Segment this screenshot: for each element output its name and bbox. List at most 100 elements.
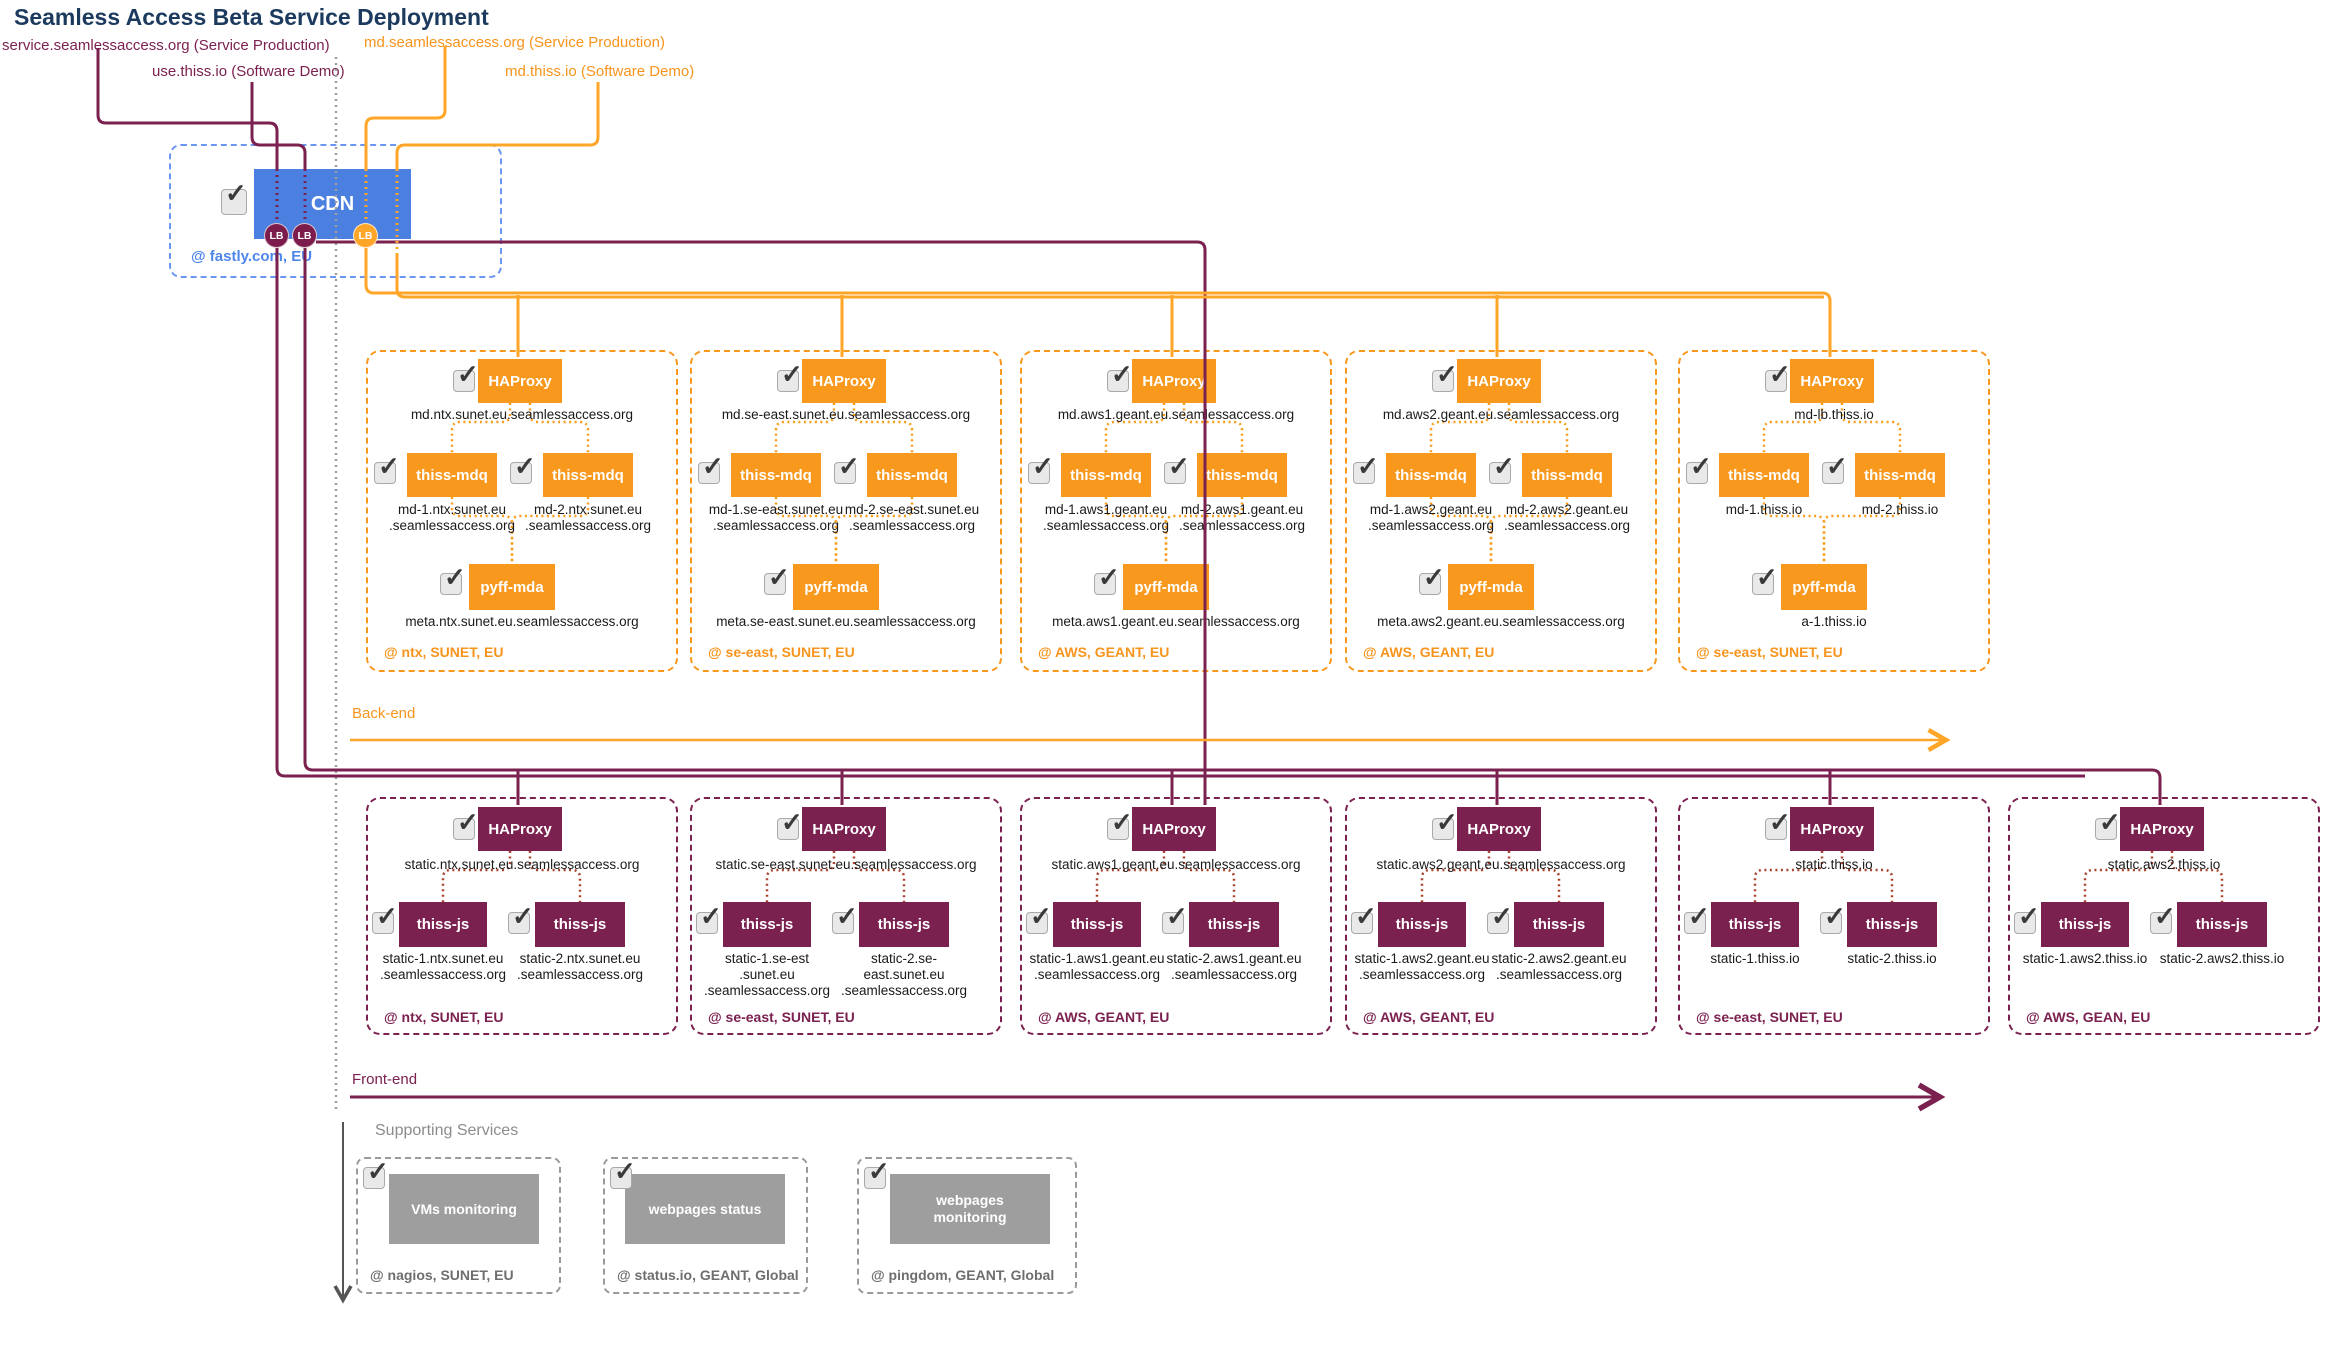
thiss-js-node[interactable]: thiss-js bbox=[859, 902, 949, 947]
checkbox-icon[interactable]: ✓ bbox=[1822, 453, 1848, 484]
checkbox-icon[interactable]: ✓ bbox=[1162, 903, 1188, 934]
thiss-js-node[interactable]: thiss-js bbox=[1711, 902, 1799, 947]
checkbox-icon[interactable]: ✓ bbox=[777, 809, 803, 840]
haproxy-node[interactable]: HAProxy bbox=[478, 807, 562, 851]
checkbox-icon[interactable]: ✓ bbox=[221, 180, 247, 215]
checkbox-icon[interactable]: ✓ bbox=[374, 453, 400, 484]
thiss-js-node[interactable]: thiss-js bbox=[535, 902, 625, 947]
thiss-mdq-node[interactable]: thiss-mdq bbox=[731, 453, 821, 497]
checkbox-icon[interactable]: ✓ bbox=[1432, 361, 1458, 392]
checkbox-icon[interactable]: ✓ bbox=[1487, 903, 1513, 934]
hostname-label: md-1.se-east.sunet.eu .seamlessaccess.or… bbox=[708, 502, 844, 533]
checkbox-icon[interactable]: ✓ bbox=[2014, 903, 2040, 934]
checkbox-icon[interactable]: ✓ bbox=[1107, 809, 1133, 840]
haproxy-node[interactable]: HAProxy bbox=[478, 359, 562, 403]
thiss-js-node[interactable]: thiss-js bbox=[2177, 902, 2267, 947]
thiss-mdq-node[interactable]: thiss-mdq bbox=[1197, 453, 1287, 497]
webpages-monitoring-node[interactable]: webpages monitoring bbox=[890, 1174, 1050, 1244]
thiss-mdq-node[interactable]: thiss-mdq bbox=[1719, 453, 1809, 497]
haproxy-node[interactable]: HAProxy bbox=[1132, 807, 1216, 851]
endpoint-label-service-production: service.seamlessaccess.org (Service Prod… bbox=[2, 37, 330, 54]
thiss-mdq-node[interactable]: thiss-mdq bbox=[1061, 453, 1151, 497]
haproxy-node[interactable]: HAProxy bbox=[1457, 807, 1541, 851]
checkbox-icon[interactable]: ✓ bbox=[764, 564, 790, 595]
thiss-js-node[interactable]: thiss-js bbox=[399, 902, 487, 947]
checkbox-icon[interactable]: ✓ bbox=[696, 903, 722, 934]
checkbox-icon[interactable]: ✓ bbox=[1353, 453, 1379, 484]
webpages-status-node[interactable]: webpages status bbox=[625, 1174, 785, 1244]
checkbox-icon[interactable]: ✓ bbox=[610, 1158, 636, 1189]
thiss-mdq-node[interactable]: thiss-mdq bbox=[1386, 453, 1476, 497]
checkbox-icon[interactable]: ✓ bbox=[1489, 453, 1515, 484]
checkbox-icon[interactable]: ✓ bbox=[1028, 453, 1054, 484]
checkbox-icon[interactable]: ✓ bbox=[1752, 564, 1778, 595]
endpoint-label-md-thiss: md.thiss.io (Software Demo) bbox=[505, 63, 695, 80]
haproxy-node[interactable]: HAProxy bbox=[802, 807, 886, 851]
checkbox-icon[interactable]: ✓ bbox=[2150, 903, 2176, 934]
haproxy-node[interactable]: HAProxy bbox=[1790, 359, 1874, 403]
thiss-js-node[interactable]: thiss-js bbox=[1847, 902, 1937, 947]
hostname-label: md-2.ntx.sunet.eu .seamlessaccess.org bbox=[524, 502, 652, 533]
thiss-mdq-node[interactable]: thiss-mdq bbox=[543, 453, 633, 497]
checkbox-icon[interactable]: ✓ bbox=[363, 1158, 389, 1189]
thiss-mdq-node[interactable]: thiss-mdq bbox=[1522, 453, 1612, 497]
hostname-label: static-2.thiss.io bbox=[1847, 951, 1937, 966]
checkbox-icon[interactable]: ✓ bbox=[1419, 564, 1445, 595]
pyff-mda-node[interactable]: pyff-mda bbox=[469, 564, 555, 610]
checkbox-icon[interactable]: ✓ bbox=[1026, 903, 1052, 934]
cluster-wires bbox=[765, 851, 906, 902]
pyff-mda-node[interactable]: pyff-mda bbox=[1123, 564, 1209, 610]
checkbox-icon[interactable]: ✓ bbox=[372, 903, 398, 934]
hostname-label: md-1.thiss.io bbox=[1725, 502, 1803, 517]
thiss-js-node[interactable]: thiss-js bbox=[2041, 902, 2129, 947]
thiss-js-node[interactable]: thiss-js bbox=[1053, 902, 1141, 947]
pyff-mda-node[interactable]: pyff-mda bbox=[1448, 564, 1534, 610]
thiss-mdq-node[interactable]: thiss-mdq bbox=[407, 453, 497, 497]
hostname-label: md-2.aws2.geant.eu .seamlessaccess.org bbox=[1503, 502, 1631, 533]
haproxy-node[interactable]: HAProxy bbox=[1132, 359, 1216, 403]
checkbox-icon[interactable]: ✓ bbox=[864, 1158, 890, 1189]
pyff-mda-node[interactable]: pyff-mda bbox=[793, 564, 879, 610]
checkbox-icon[interactable]: ✓ bbox=[1765, 809, 1791, 840]
hostname-label: md-2.thiss.io bbox=[1861, 502, 1939, 517]
backend-cluster: ✓ HAProxy md.ntx.sunet.eu.seamlessaccess… bbox=[366, 350, 678, 672]
checkbox-icon[interactable]: ✓ bbox=[1432, 809, 1458, 840]
checkbox-icon[interactable]: ✓ bbox=[510, 453, 536, 484]
checkbox-icon[interactable]: ✓ bbox=[777, 361, 803, 392]
thiss-js-node[interactable]: thiss-js bbox=[1189, 902, 1279, 947]
checkbox-icon[interactable]: ✓ bbox=[698, 453, 724, 484]
checkbox-icon[interactable]: ✓ bbox=[1164, 453, 1190, 484]
supporting-services-heading: Supporting Services bbox=[375, 1122, 519, 1139]
haproxy-node[interactable]: HAProxy bbox=[2120, 807, 2204, 851]
thiss-mdq-node[interactable]: thiss-mdq bbox=[1855, 453, 1945, 497]
checkbox-icon[interactable]: ✓ bbox=[1094, 564, 1120, 595]
thiss-js-node[interactable]: thiss-js bbox=[1514, 902, 1604, 947]
checkbox-icon[interactable]: ✓ bbox=[453, 361, 479, 392]
hostname-label: static-1.se-est .sunet.eu .seamlessacces… bbox=[703, 951, 831, 998]
thiss-mdq-node[interactable]: thiss-mdq bbox=[867, 453, 957, 497]
checkbox-icon[interactable]: ✓ bbox=[1351, 903, 1377, 934]
checkbox-icon[interactable]: ✓ bbox=[2095, 809, 2121, 840]
hostname-label: static-2.aws2.geant.eu .seamlessaccess.o… bbox=[1491, 951, 1627, 982]
checkbox-icon[interactable]: ✓ bbox=[1686, 453, 1712, 484]
frontend-cluster: ✓ HAProxy static.se-east.sunet.eu.seamle… bbox=[690, 797, 1002, 1035]
haproxy-node[interactable]: HAProxy bbox=[1790, 807, 1874, 851]
vms-monitoring-node[interactable]: VMs monitoring bbox=[389, 1174, 539, 1244]
checkbox-icon[interactable]: ✓ bbox=[832, 903, 858, 934]
site-label: @ AWS, GEANT, EU bbox=[1038, 1009, 1170, 1025]
checkbox-icon[interactable]: ✓ bbox=[1684, 903, 1710, 934]
thiss-js-node[interactable]: thiss-js bbox=[723, 902, 811, 947]
checkbox-icon[interactable]: ✓ bbox=[508, 903, 534, 934]
site-label: @ AWS, GEAN, EU bbox=[2026, 1009, 2151, 1025]
backend-cluster: ✓ HAProxy md.se-east.sunet.eu.seamlessac… bbox=[690, 350, 1002, 672]
haproxy-node[interactable]: HAProxy bbox=[1457, 359, 1541, 403]
thiss-js-node[interactable]: thiss-js bbox=[1378, 902, 1466, 947]
checkbox-icon[interactable]: ✓ bbox=[834, 453, 860, 484]
checkbox-icon[interactable]: ✓ bbox=[1765, 361, 1791, 392]
checkbox-icon[interactable]: ✓ bbox=[453, 809, 479, 840]
checkbox-icon[interactable]: ✓ bbox=[440, 564, 466, 595]
haproxy-node[interactable]: HAProxy bbox=[802, 359, 886, 403]
pyff-mda-node[interactable]: pyff-mda bbox=[1781, 564, 1867, 610]
checkbox-icon[interactable]: ✓ bbox=[1820, 903, 1846, 934]
checkbox-icon[interactable]: ✓ bbox=[1107, 361, 1133, 392]
